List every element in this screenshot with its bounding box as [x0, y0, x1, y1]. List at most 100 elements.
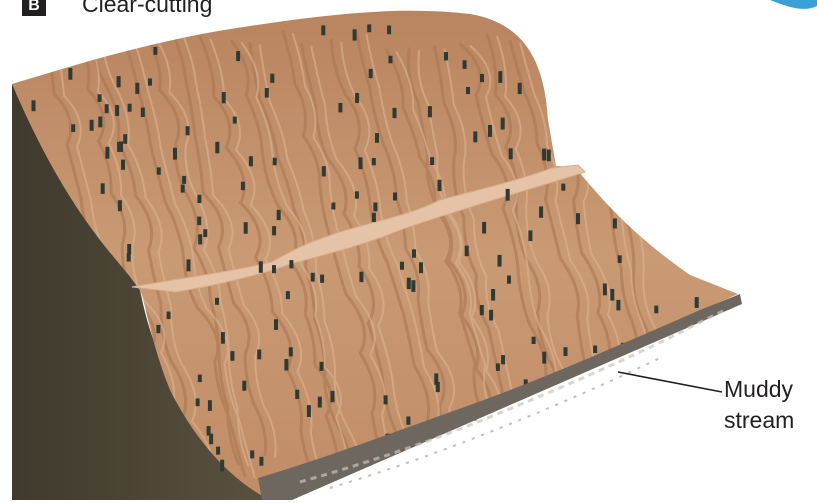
tree-stump [480, 74, 484, 82]
tree-stump [274, 319, 278, 330]
tree-stump [123, 134, 127, 144]
tree-stump [221, 332, 225, 344]
tree-stump [320, 275, 324, 283]
tree-stump [181, 185, 185, 193]
tree-stump [387, 26, 391, 35]
tree-stump [506, 189, 510, 201]
tree-stump [153, 47, 157, 55]
tree-stump [331, 203, 335, 210]
tree-stump [369, 69, 373, 78]
tree-stump [270, 74, 274, 83]
tree-stump [509, 148, 513, 159]
tree-stump [603, 284, 607, 296]
tree-stump [491, 289, 495, 301]
tree-stump [359, 157, 363, 169]
tree-stump [389, 56, 393, 64]
tree-stump [121, 160, 125, 170]
tree-stump [547, 150, 551, 162]
tree-stump [115, 105, 119, 116]
tree-stump [198, 234, 202, 244]
tree-stump [257, 350, 261, 360]
tree-stump [501, 355, 505, 364]
tree-stump [372, 213, 376, 222]
tree-stump [375, 133, 379, 143]
tree-stump [320, 362, 324, 371]
tree-stump [259, 261, 263, 273]
tree-stump [233, 117, 237, 124]
tree-stump [135, 83, 139, 94]
tree-stump [321, 25, 325, 35]
tree-stump [284, 359, 288, 371]
tree-stump [90, 120, 94, 131]
tree-stump [209, 434, 213, 445]
tree-stump [498, 71, 502, 83]
tree-stump [289, 347, 293, 356]
tree-stump [242, 381, 246, 391]
tree-stump [71, 124, 75, 132]
corner-icon [770, 0, 817, 9]
tree-stump [373, 203, 377, 212]
tree-stump [222, 92, 226, 103]
tree-stump [331, 391, 335, 402]
tree-stump [197, 195, 201, 203]
tree-stump [68, 68, 72, 80]
tree-stump [198, 375, 202, 383]
tree-stump [118, 200, 122, 211]
tree-stump [272, 265, 276, 273]
tree-stump [208, 400, 212, 411]
tree-stump [215, 142, 219, 154]
tree-stump [654, 306, 658, 314]
tree-stump [411, 280, 415, 292]
tree-stump [576, 213, 580, 224]
tree-stump [236, 51, 240, 61]
tree-stump [465, 246, 469, 257]
tree-stump [695, 297, 699, 308]
tree-stump [542, 149, 546, 161]
tree-stump [428, 106, 432, 117]
muddy-stream-label: Muddy stream [724, 374, 794, 436]
tree-stump [203, 229, 207, 237]
tree-stump [230, 351, 234, 361]
tree-stump [518, 83, 522, 94]
label-line-1: Muddy [724, 374, 794, 405]
tree-stump [488, 125, 492, 137]
tree-stump [564, 347, 568, 356]
tree-stump [400, 262, 404, 270]
tree-stump [501, 118, 505, 130]
tree-stump [186, 126, 190, 135]
tree-stump [359, 272, 363, 282]
tree-stump [249, 156, 253, 166]
tree-stump [528, 230, 532, 241]
tree-stump [289, 260, 293, 268]
tree-stump [196, 399, 200, 407]
tree-stump [244, 222, 248, 234]
label-line-2: stream [724, 405, 794, 436]
tree-stump [438, 180, 442, 191]
tree-stump [473, 131, 477, 142]
tree-stump [498, 257, 502, 267]
tree-stump [311, 273, 315, 282]
tree-stump [167, 312, 171, 320]
tree-stump [157, 167, 161, 174]
tree-stump [367, 24, 371, 32]
tree-stump [241, 182, 245, 191]
tree-stump [32, 100, 36, 111]
stream-callout-line [618, 372, 722, 392]
tree-stump [412, 249, 416, 257]
tree-stump [444, 52, 448, 60]
tree-stump [307, 405, 311, 417]
tree-stump [98, 117, 102, 128]
tree-stump [215, 298, 219, 305]
tree-stump [436, 382, 440, 392]
tree-stump [372, 158, 376, 165]
tree-stump [407, 278, 411, 289]
tree-stump [141, 108, 145, 118]
tree-stump [148, 79, 152, 86]
tree-stump [355, 93, 359, 103]
tree-stump [318, 397, 322, 408]
tree-stump [295, 390, 299, 399]
tree-stump [250, 450, 254, 458]
tree-stump [463, 60, 467, 69]
tree-stump [593, 346, 597, 354]
